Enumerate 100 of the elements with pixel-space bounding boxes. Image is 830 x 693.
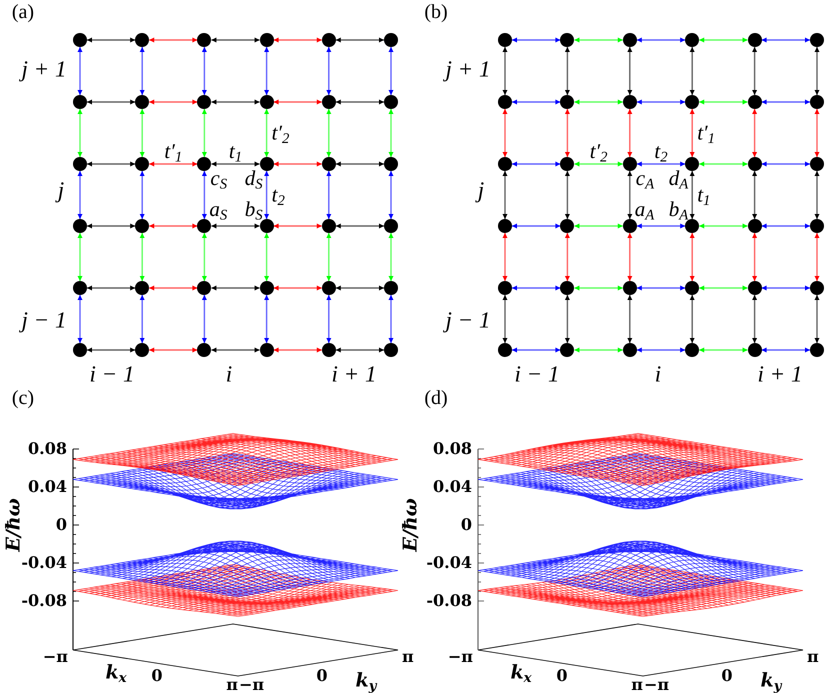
bond-arrow xyxy=(388,109,394,157)
hopping-label: t$_{2}$ xyxy=(272,184,285,206)
bond-arrow xyxy=(336,100,384,104)
bond-arrow xyxy=(202,295,207,343)
lattice-site xyxy=(384,95,398,109)
tick-label: π xyxy=(226,677,238,693)
lattice-site xyxy=(135,281,150,295)
bond-arrow xyxy=(636,38,686,42)
hopping-label: t$_{1}$ xyxy=(228,141,242,162)
bond-arrow xyxy=(762,224,810,228)
site-label: b$_{A}$ xyxy=(668,199,688,220)
bond-arrow xyxy=(274,286,322,290)
bond-arrow xyxy=(87,100,136,104)
lattice-site xyxy=(560,95,574,109)
tick-label: −π xyxy=(239,677,264,693)
site-label: b$_{S}$ xyxy=(244,199,263,220)
bond-arrow xyxy=(699,348,748,352)
bond-arrow xyxy=(574,224,623,228)
bond-arrow xyxy=(502,171,508,219)
lattice-site xyxy=(197,281,212,295)
lattice-site xyxy=(685,343,700,357)
lattice-site xyxy=(322,219,336,233)
lattice-site xyxy=(322,157,336,171)
bond-arrow xyxy=(87,286,136,290)
bond-arrow xyxy=(814,109,820,157)
bond-arrow xyxy=(326,47,332,95)
bond-arrow xyxy=(699,100,748,104)
bond-arrow xyxy=(564,109,570,157)
axis-label: k$_{x}$ xyxy=(510,664,532,682)
bond-arrow xyxy=(211,38,260,42)
lattice-site xyxy=(260,281,274,295)
bond-arrow xyxy=(512,100,560,104)
bond-arrow xyxy=(78,233,82,281)
bond-arrow xyxy=(512,348,560,352)
bond-arrow xyxy=(274,224,322,228)
bond-arrow xyxy=(814,233,820,281)
column-index-label: i + 1 xyxy=(758,362,802,386)
bond-arrow xyxy=(336,348,384,352)
bond-arrow xyxy=(388,171,394,219)
lattice-site xyxy=(622,343,637,357)
lattice-site xyxy=(748,33,762,47)
tick-label: 0.08 xyxy=(28,441,67,457)
lattice-site xyxy=(748,157,762,171)
lattice-site xyxy=(748,95,762,109)
bond-arrow xyxy=(627,171,632,219)
bond-arrow xyxy=(274,100,322,104)
tick-label: π xyxy=(807,649,819,665)
bond-arrow xyxy=(574,100,623,104)
bond-arrow xyxy=(814,47,820,95)
bond-arrow xyxy=(502,295,508,343)
lattice-site xyxy=(384,281,398,295)
column-index-label: i xyxy=(654,362,662,386)
bond-arrow xyxy=(690,171,695,219)
lattice-site xyxy=(73,219,87,233)
lattice-site xyxy=(498,33,512,47)
panel-label: (d) xyxy=(424,388,448,408)
site-label: c$_{A}$ xyxy=(636,168,654,189)
column-index-label: i − 1 xyxy=(514,362,560,386)
lattice-site xyxy=(197,343,212,357)
tick-label: −π xyxy=(644,677,670,693)
bond-arrow xyxy=(149,162,198,166)
bond-arrow xyxy=(274,162,322,166)
bond-arrow xyxy=(699,224,748,228)
bond-arrow xyxy=(149,100,198,104)
hopping-label: t′$_{1}$ xyxy=(164,141,182,162)
bond-arrow xyxy=(636,286,686,290)
bond-arrow xyxy=(690,233,695,281)
lattice-site xyxy=(622,95,637,109)
bond-arrow xyxy=(78,171,82,219)
bond-arrow xyxy=(502,47,508,95)
bond-arrow xyxy=(574,162,623,166)
bond-arrow xyxy=(512,38,560,42)
bond-arrow xyxy=(690,295,695,343)
bond-arrow xyxy=(78,47,82,95)
lattice-site xyxy=(810,219,824,233)
lattice-site xyxy=(622,33,637,47)
bond-arrow xyxy=(762,348,810,352)
bond-arrow xyxy=(636,348,686,352)
bond-arrow xyxy=(502,109,508,157)
lattice-site xyxy=(197,95,212,109)
bond-arrow xyxy=(140,233,145,281)
bond-arrow xyxy=(264,233,270,281)
lattice-site xyxy=(73,33,87,47)
site-label: d$_{S}$ xyxy=(244,168,263,189)
bond-arrow xyxy=(814,171,820,219)
lattice-site xyxy=(135,95,150,109)
bond-arrow xyxy=(564,171,570,219)
lattice-site xyxy=(73,95,87,109)
lattice-site xyxy=(384,157,398,171)
lattice-site xyxy=(260,33,274,47)
row-index-label: j + 1 xyxy=(22,58,66,80)
bond-arrow xyxy=(264,47,270,95)
bond-arrow xyxy=(211,162,260,166)
lattice-site xyxy=(810,281,824,295)
tick-label: -0.08 xyxy=(426,593,472,609)
hopping-label: t′$_{2}$ xyxy=(590,141,608,162)
lattice-site xyxy=(810,33,824,47)
bond-arrow xyxy=(502,233,508,281)
column-index-label: i − 1 xyxy=(90,362,134,386)
lattice-site xyxy=(498,219,512,233)
